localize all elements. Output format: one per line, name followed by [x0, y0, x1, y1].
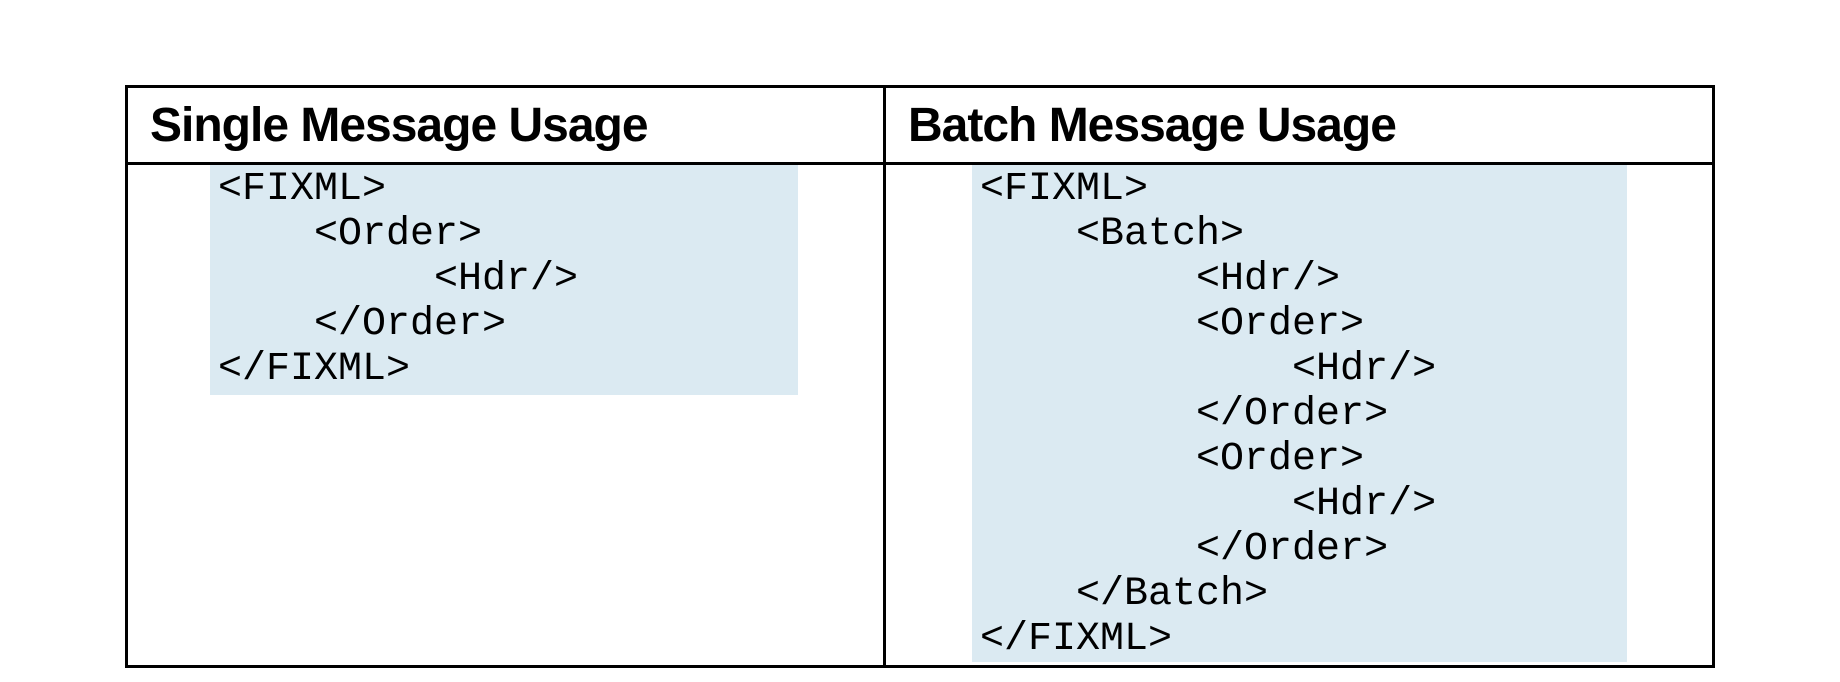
column-header-single-message-usage: Single Message Usage	[128, 88, 886, 162]
code-line: </Batch>	[980, 572, 1269, 617]
code-line: <Hdr/>	[980, 347, 1437, 392]
table-header-row: Single Message Usage Batch Message Usage	[128, 88, 1712, 165]
code-line: <Hdr/>	[980, 482, 1437, 527]
code-line: <Hdr/>	[980, 257, 1341, 302]
code-line: </Order>	[980, 527, 1389, 572]
code-line: <Order>	[218, 212, 483, 257]
code-line: </Order>	[980, 392, 1389, 437]
batch-message-cell: <FIXML> <Batch> <Hdr/> <Order> <Hdr/> </…	[886, 165, 1712, 665]
column-header-batch-message-usage: Batch Message Usage	[908, 98, 1397, 152]
code-line: </FIXML>	[218, 347, 411, 392]
code-line: <Batch>	[980, 212, 1245, 257]
message-usage-comparison-table: Single Message Usage Batch Message Usage…	[125, 85, 1715, 668]
code-line: <Order>	[980, 302, 1365, 347]
code-line: <Hdr/>	[218, 257, 579, 302]
batch-message-code-block: <FIXML> <Batch> <Hdr/> <Order> <Hdr/> </…	[972, 165, 1627, 662]
code-line: </Order>	[218, 302, 507, 347]
code-line: <FIXML>	[218, 167, 387, 212]
code-line: </FIXML>	[980, 617, 1173, 662]
single-message-cell: <FIXML> <Order> <Hdr/> </Order> </FIXML>	[128, 165, 886, 665]
code-line: <Order>	[980, 437, 1365, 482]
code-line: <FIXML>	[980, 167, 1149, 212]
single-message-code-block: <FIXML> <Order> <Hdr/> </Order> </FIXML>	[210, 165, 798, 395]
table-body-row: <FIXML> <Order> <Hdr/> </Order> </FIXML>…	[128, 165, 1712, 665]
